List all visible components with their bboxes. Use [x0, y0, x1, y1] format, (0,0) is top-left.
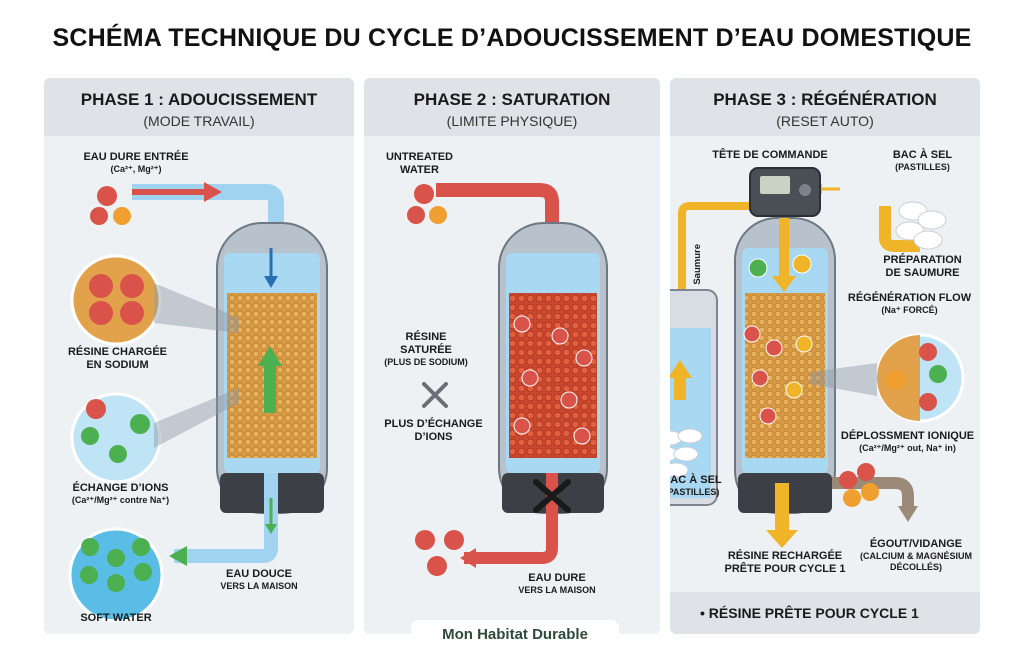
regen-flow-text: RÉGÉNÉRATION FLOW: [847, 292, 972, 304]
phase1-exchange-sub: (Ca²⁺/Mg²⁺ contre Na⁺): [71, 495, 170, 505]
phase3-footer-text: • RÉSINE PRÊTE POUR CYCLE 1: [700, 605, 919, 621]
saumure-label: Saumure: [692, 244, 703, 285]
phase1-outlet-label: EAU DOUCE VERS LA MAISON: [204, 568, 314, 592]
phase1-header: PHASE 1 : ADOUCISSEMENT (MODE TRAVAIL): [44, 78, 354, 136]
salt-bin-top-label: BAC À SEL (PASTILLES): [875, 149, 970, 173]
no-exchange-icon: [422, 382, 448, 408]
salt-pellets-top: [895, 201, 947, 250]
hard-water-outlet: [464, 473, 558, 564]
displacement-sub: (Ca²⁺/Mg²⁺ out, Na⁺ in): [859, 443, 956, 453]
phase1-exchange-label: ÉCHANGE D’IONS (Ca²⁺/Mg²⁺ contre Na⁺): [48, 482, 193, 506]
phase2-outlet-text: EAU DURE: [528, 572, 586, 584]
inlet-ions: [90, 186, 131, 225]
displacement-text: DÉPLOSSMENT IONIQUE: [840, 430, 975, 442]
phase2-resin-label: RÉSINE SATURÉE (PLUS DE SODIUM): [366, 331, 486, 368]
phase1-inlet-text: EAU DURE ENTRÉE: [83, 151, 189, 163]
salt-bin-top-text: BAC À SEL: [892, 149, 953, 161]
drain-sub-line1: (CALCIUM & MAGNÉSIUM: [860, 551, 972, 561]
drain-pipe: [832, 477, 914, 508]
phase1-panel: PHASE 1 : ADOUCISSEMENT (MODE TRAVAIL): [44, 78, 354, 634]
phase2-inlet-line1: UNTREATED: [385, 151, 453, 163]
inlet-pipe: [132, 184, 284, 258]
inlet-ions: [407, 184, 447, 224]
phase2-outlet-label: EAU DURE VERS LA MAISON: [502, 572, 612, 596]
recharged-line1: RÉSINE RECHARGÉE: [727, 550, 843, 562]
phase1-resin-line1: RÉSINE CHARGÉE: [67, 346, 168, 358]
phase1-inlet-label: EAU DURE ENTRÉE (Ca²⁺, Mg²⁺): [66, 151, 206, 175]
phase3-panel: PHASE 3 : RÉGÉNÉRATION (RESET AUTO): [670, 78, 980, 634]
salt-bin-top-sub: (PASTILLES): [895, 162, 950, 172]
phase3-header: PHASE 3 : RÉGÉNÉRATION (RESET AUTO): [670, 78, 980, 136]
page-title: SCHÉMA TECHNIQUE DU CYCLE D’ADOUCISSEMEN…: [52, 24, 972, 52]
salt-pellets-bin: [670, 428, 703, 478]
salt-bin-bottom-text: BAC À SEL: [670, 474, 722, 486]
hard-water-inlet: [436, 183, 559, 278]
brine-prep-label: PRÉPARATION DE SAUMURE: [865, 254, 980, 280]
phase1-resin-line2: EN SODIUM: [86, 359, 149, 371]
recharged-arrow: [775, 483, 789, 533]
drain-sub-line2: DÉCOLLÉS): [889, 562, 942, 572]
brine-prep-line1: PRÉPARATION: [883, 254, 962, 266]
phase1-diagram: [68, 182, 328, 623]
drain-label: ÉGOUT/VIDANGE (CALCIUM & MAGNÉSIUM DÉCOL…: [852, 538, 980, 573]
phase1-outlet-sub: VERS LA MAISON: [220, 581, 298, 591]
displacement-label: DÉPLOSSMENT IONIQUE (Ca²⁺/Mg²⁺ out, Na⁺ …: [835, 430, 980, 454]
phase2-subtitle: (LIMITE PHYSIQUE): [446, 113, 578, 129]
phase2-no-exchange-line1: PLUS D’ÉCHANGE: [384, 418, 483, 430]
drain-text: ÉGOUT/VIDANGE: [869, 538, 963, 550]
phase2-no-exchange-line2: D’IONS: [414, 431, 453, 443]
soft-water-rise: [264, 363, 276, 413]
outlet-pipe: [174, 473, 278, 563]
phase2-panel: PHASE 2 : SATURATION (LIMITE PHYSIQUE): [364, 78, 660, 634]
phase1-exchange-text: ÉCHANGE D’IONS: [72, 482, 169, 494]
phase3-subtitle: (RESET AUTO): [776, 113, 874, 129]
blocked-icon: [533, 479, 571, 513]
phase3-footer: • RÉSINE PRÊTE POUR CYCLE 1: [670, 592, 980, 634]
salt-bin-bottom-label: BAC À SEL (PASTILLES): [670, 474, 732, 498]
phase1-title: PHASE 1 : ADOUCISSEMENT: [80, 90, 318, 109]
phase2-inlet-label: UNTREATED WATER: [372, 151, 467, 177]
brand-badge: Mon Habitat Durable: [411, 620, 619, 652]
phase1-outlet-text: EAU DOUCE: [225, 568, 292, 580]
phase3-diagram: [670, 167, 965, 548]
phase2-title: PHASE 2 : SATURATION: [413, 90, 611, 109]
control-display: [760, 176, 790, 194]
regen-flow-label: RÉGÉNÉRATION FLOW (Na⁺ FORCÉ): [842, 292, 977, 316]
phase2-no-exchange-label: PLUS D’ÉCHANGE D’IONS: [366, 418, 501, 444]
phase3-title: PHASE 3 : RÉGÉNÉRATION: [713, 90, 937, 109]
salt-bin-bottom-sub: (PASTILLES): [670, 487, 720, 497]
phase2-diagram: [407, 183, 608, 576]
phase1-subtitle: (MODE TRAVAIL): [143, 113, 255, 129]
regen-flow-sub: (Na⁺ FORCÉ): [881, 305, 938, 315]
recharged-line2: PRÊTE POUR CYCLE 1: [724, 563, 846, 575]
phase2-resin-sub: (PLUS DE SODIUM): [384, 357, 468, 367]
phase2-resin-line2: SATURÉE: [400, 344, 452, 356]
brine-prep-line2: DE SAUMURE: [885, 267, 960, 279]
brine-line-left: [678, 202, 765, 293]
phase1-resin-label: RÉSINE CHARGÉE EN SODIUM: [50, 346, 185, 372]
phase1-inlet-ions: (Ca²⁺, Mg²⁺): [110, 164, 162, 174]
resin-zoom-circle: [70, 254, 162, 346]
phase2-header: PHASE 2 : SATURATION (LIMITE PHYSIQUE): [364, 78, 660, 136]
brine-line-right: [879, 206, 920, 252]
phase1-soft-label: SOFT WATER: [80, 612, 152, 624]
recharged-label: RÉSINE RECHARGÉE PRÊTE POUR CYCLE 1: [715, 550, 855, 576]
phase2-outlet-sub: VERS LA MAISON: [518, 585, 596, 595]
phase2-inlet-line2: WATER: [400, 164, 439, 176]
phase2-resin-line1: RÉSINE: [405, 331, 447, 343]
control-head-label: TÊTE DE COMMANDE: [712, 149, 828, 161]
